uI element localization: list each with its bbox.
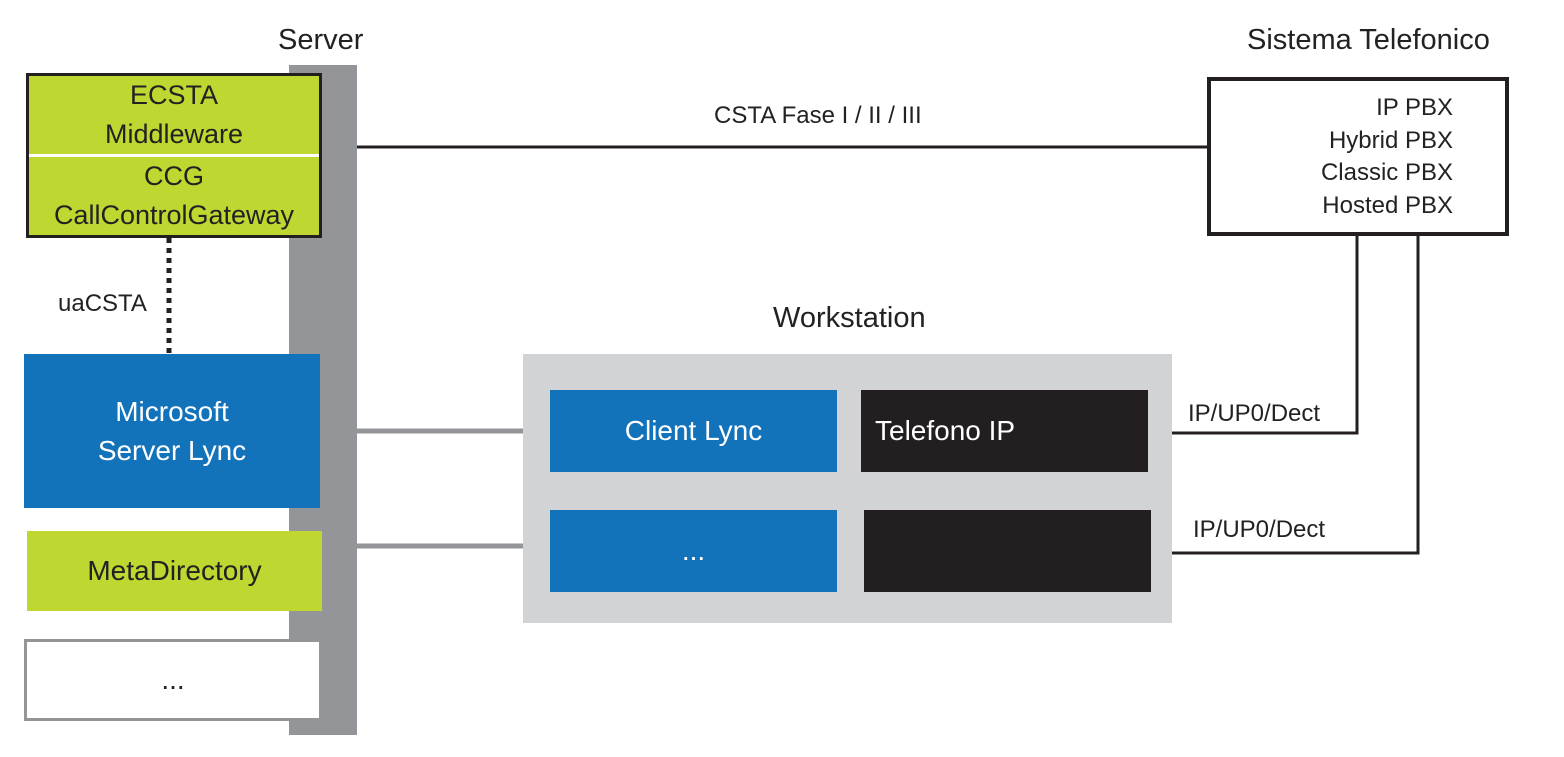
pbx-item-classic: Classic PBX — [1320, 159, 1453, 186]
link-label-2: IP/UP0/Dect — [1193, 516, 1326, 543]
link-label-1: IP/UP0/Dect — [1188, 400, 1321, 427]
workstation-more-box: ... — [550, 510, 837, 592]
lync-server-line2: Server Lync — [97, 435, 247, 466]
ecsta-ccg-box: ECSTA Middleware CCG CallControlGateway — [26, 73, 322, 238]
ecsta-middleware: ECSTA Middleware — [29, 76, 319, 157]
ccg-label: CCG — [144, 161, 204, 191]
phone-2-box — [864, 510, 1151, 592]
phone-2-link-line — [1151, 233, 1420, 555]
lync-server-line1: Microsoft — [115, 396, 229, 427]
phone-system-title: Sistema Telefonico — [1247, 24, 1490, 56]
uacsta-label: uaCSTA — [58, 290, 147, 317]
pbx-box: IP PBX Hybrid PBX Classic PBX Hosted PBX — [1207, 77, 1509, 236]
csta-label: CSTA Fase I / II / III — [714, 102, 922, 129]
pbx-list: IP PBX Hybrid PBX Classic PBX Hosted PBX — [1321, 92, 1453, 222]
server-more-label: ... — [161, 664, 185, 695]
server-more-box: ... — [24, 639, 322, 721]
lync-server-box: Microsoft Server Lync — [24, 354, 320, 508]
pbx-item-ip: IP PBX — [1376, 94, 1453, 121]
middleware-label: Middleware — [104, 119, 244, 149]
pbx-item-hosted: Hosted PBX — [1322, 191, 1453, 219]
telefono-ip-link-line — [1148, 233, 1359, 435]
telefono-ip-box: Telefono IP — [861, 390, 1148, 472]
metadirectory-box: MetaDirectory — [27, 531, 322, 611]
server-title: Server — [278, 24, 364, 56]
metadirectory-label: MetaDirectory — [87, 555, 262, 586]
telefono-ip-label: Telefono IP — [875, 415, 1016, 446]
callcontrolgateway-label: CallControlGateway — [53, 200, 295, 230]
pbx-item-hybrid: Hybrid PBX — [1328, 126, 1453, 154]
client-lync-box: Client Lync — [550, 390, 837, 472]
ccg-gateway: CCG CallControlGateway — [29, 157, 319, 235]
workstation-more-label: ... — [681, 535, 706, 566]
ecsta-label: ECSTA — [129, 80, 218, 110]
workstation-title: Workstation — [773, 302, 926, 334]
client-lync-label: Client Lync — [624, 415, 763, 446]
